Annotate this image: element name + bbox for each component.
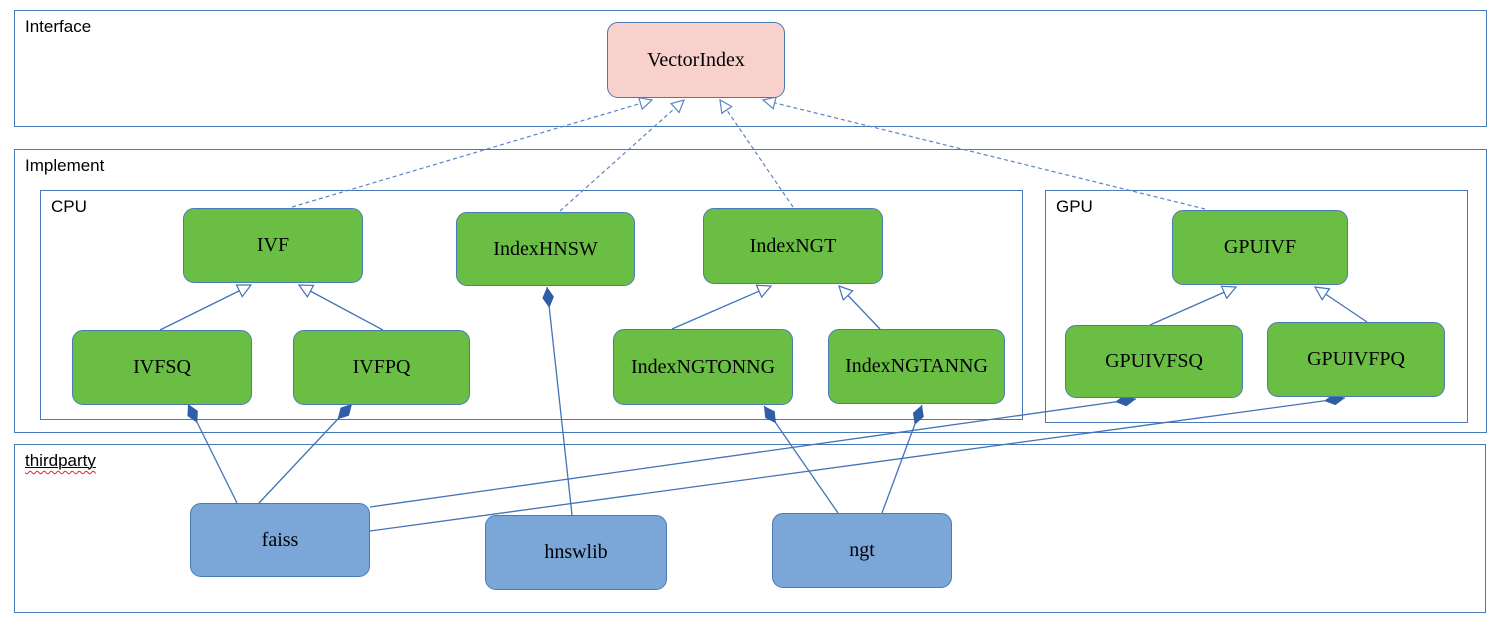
node-hnswlib[interactable]: hnswlib — [485, 515, 667, 590]
node-GPUIVFPQ[interactable]: GPUIVFPQ — [1267, 322, 1445, 397]
container-label-implement: Implement — [25, 156, 105, 175]
node-faiss[interactable]: faiss — [190, 503, 370, 577]
container-label-cpu: CPU — [51, 197, 87, 216]
node-ngt[interactable]: ngt — [772, 513, 952, 588]
node-IVFSQ[interactable]: IVFSQ — [72, 330, 252, 405]
container-label-thirdparty: thirdparty — [25, 451, 96, 471]
node-IndexNGT[interactable]: IndexNGT — [703, 208, 883, 284]
node-GPUIVFSQ[interactable]: GPUIVFSQ — [1065, 325, 1243, 398]
node-IndexNGTONNG[interactable]: IndexNGTONNG — [613, 329, 793, 405]
node-IndexHNSW[interactable]: IndexHNSW — [456, 212, 635, 286]
container-label-interface: Interface — [25, 17, 92, 36]
container-label-text: thirdparty — [25, 451, 96, 470]
node-GPUIVF[interactable]: GPUIVF — [1172, 210, 1348, 285]
node-IVF[interactable]: IVF — [183, 208, 363, 283]
node-VectorIndex[interactable]: VectorIndex — [607, 22, 785, 98]
node-IndexNGTANNG[interactable]: IndexNGTANNG — [828, 329, 1005, 404]
node-IVFPQ[interactable]: IVFPQ — [293, 330, 470, 405]
